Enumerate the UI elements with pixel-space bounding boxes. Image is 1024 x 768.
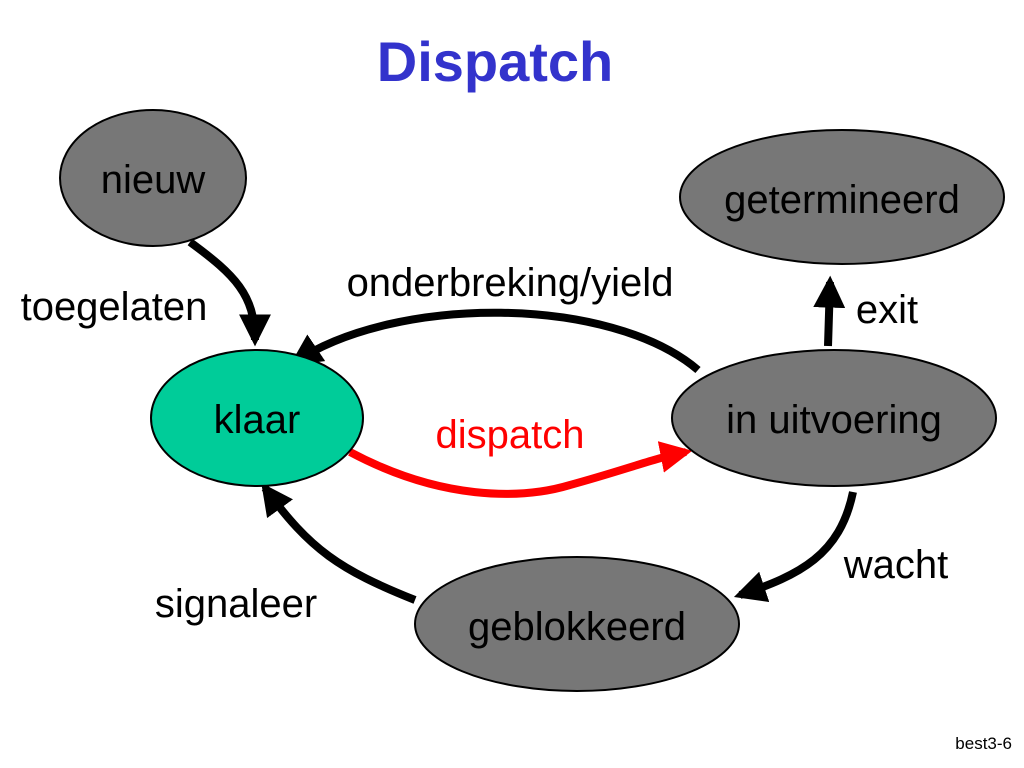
node-geblokkeerd-label: geblokkeerd — [468, 605, 686, 649]
node-in-uitvoering: in uitvoering — [671, 349, 997, 487]
edge-label-toegelaten: toegelaten — [21, 285, 208, 329]
edge-label-exit: exit — [856, 288, 918, 332]
node-getermineerd: getermineerd — [679, 129, 1005, 265]
node-getermineerd-label: getermineerd — [724, 178, 960, 222]
edge-signaleer — [261, 482, 417, 604]
node-nieuw: nieuw — [59, 109, 247, 247]
edge-label-signaleer: signaleer — [155, 582, 317, 626]
node-klaar-label: klaar — [214, 398, 301, 442]
node-in-uitvoering-label: in uitvoering — [726, 398, 942, 442]
edge-label-onderbreking: onderbreking/yield — [347, 261, 674, 305]
node-geblokkeerd: geblokkeerd — [414, 556, 740, 692]
edge-exit — [813, 275, 846, 347]
node-nieuw-label: nieuw — [101, 158, 206, 202]
edge-toegelaten — [187, 238, 271, 347]
edge-dispatch — [348, 441, 693, 498]
edge-onderbreking — [289, 308, 701, 374]
slide-id: best3-6 — [955, 734, 1012, 753]
slide-title: Dispatch — [376, 30, 614, 93]
node-klaar: klaar — [150, 349, 364, 487]
edge-label-wacht: wacht — [843, 543, 949, 587]
edge-label-dispatch: dispatch — [436, 413, 585, 457]
edge-wacht — [733, 491, 857, 603]
